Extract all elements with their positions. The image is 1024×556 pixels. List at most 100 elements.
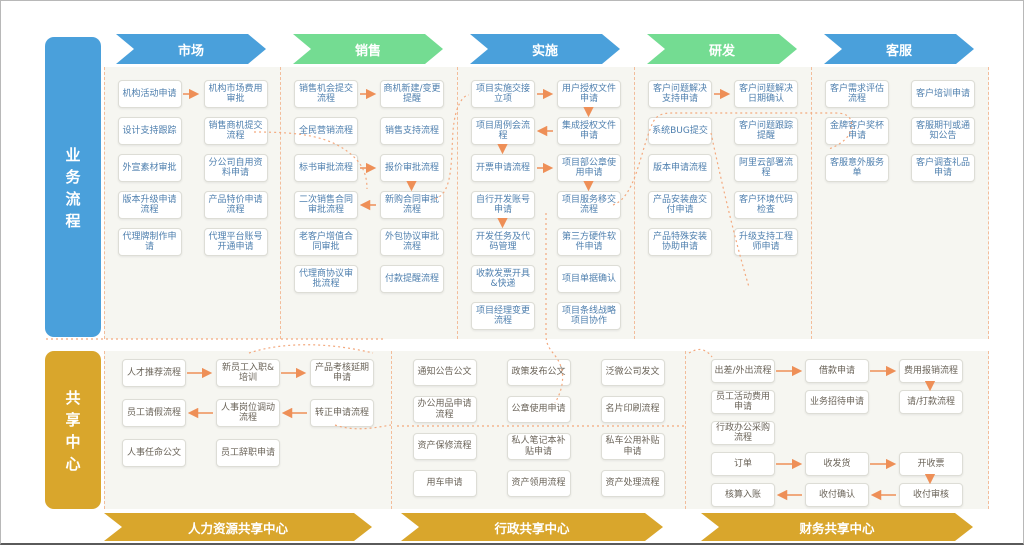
process-box[interactable]: 产品安装盘交付申请: [648, 191, 712, 219]
column-panel-service: 客户需求评估流程 客户培训申请 金牌客户奖杯申请 客服期刊或通知公告 客服意外服…: [812, 67, 989, 339]
stage-header-implementation: 实施: [470, 34, 620, 64]
column-panel-sales: 销售机会提交流程 商机新建/变更提醒 全民营销流程 销售支持流程 标书审批流程 …: [281, 67, 458, 339]
process-box[interactable]: 阿里云部署流程: [734, 154, 798, 182]
process-box[interactable]: 客户问题解决日期确认: [734, 80, 798, 108]
process-box[interactable]: 费用报销流程: [899, 359, 963, 383]
process-box[interactable]: 资产处理流程: [600, 470, 665, 497]
process-box[interactable]: 客户需求评估流程: [825, 80, 889, 108]
process-box[interactable]: 人才推荐流程: [122, 359, 186, 387]
process-box[interactable]: 核算入账: [711, 483, 775, 507]
process-box[interactable]: 产品特价申请流程: [203, 191, 268, 219]
column-panel-implementation: 项目实施交接立项 用户授权文件申请 项目周例会流程 集成授权文件申请 开票申请流…: [458, 67, 635, 339]
process-box[interactable]: 收发货: [805, 452, 869, 476]
process-box[interactable]: 借款申请: [805, 359, 869, 383]
process-box[interactable]: 行政办公采购流程: [711, 421, 775, 445]
process-box[interactable]: 项目经理变更流程: [471, 302, 535, 330]
process-box[interactable]: 系统BUG提交: [648, 117, 712, 145]
process-box[interactable]: 第三方硬件软件申请: [557, 228, 621, 256]
process-box[interactable]: 资产领用流程: [506, 470, 571, 497]
process-box[interactable]: 开收票: [899, 452, 963, 476]
process-box[interactable]: 付款提醒流程: [380, 265, 444, 293]
process-box[interactable]: 私人笔记本补贴申请: [506, 433, 571, 460]
process-box[interactable]: 开票申请流程: [471, 154, 535, 182]
process-box[interactable]: 政策发布公文: [506, 359, 571, 386]
process-box[interactable]: 收付审核: [899, 483, 963, 507]
process-box[interactable]: 客户环境代码检查: [734, 191, 798, 219]
process-box[interactable]: 办公用品申请流程: [412, 396, 477, 423]
process-box[interactable]: 代理商协议审批流程: [294, 265, 358, 293]
process-box[interactable]: 用车申请: [412, 470, 477, 497]
process-box[interactable]: 老客户增值合同审批: [294, 228, 358, 256]
process-box[interactable]: 私车公用补贴申请: [600, 433, 665, 460]
process-box[interactable]: 版本申请流程: [648, 154, 712, 182]
process-box[interactable]: 产品考核延期申请: [310, 359, 374, 387]
process-box[interactable]: 收付确认: [805, 483, 869, 507]
process-box[interactable]: 新员工入职&培训: [216, 359, 280, 387]
process-box[interactable]: 项目单据确认: [557, 265, 621, 293]
process-box[interactable]: 业务招待申请: [805, 390, 869, 414]
process-box[interactable]: 客服意外服务单: [825, 154, 889, 182]
process-box[interactable]: 员工辞职申请: [216, 439, 280, 467]
process-box[interactable]: 出差/外出流程: [711, 359, 775, 383]
process-box[interactable]: 项目条线战略项目协作: [557, 302, 621, 330]
process-box[interactable]: 客服期刊或通知公告: [911, 117, 975, 145]
process-box[interactable]: 用户授权文件申请: [557, 80, 621, 108]
process-box[interactable]: 销售机会提交流程: [294, 80, 358, 108]
process-box[interactable]: 代理平台账号开通申请: [203, 228, 268, 256]
process-box[interactable]: 自行开发账号申请: [471, 191, 535, 219]
process-box[interactable]: 金牌客户奖杯申请: [825, 117, 889, 145]
process-box[interactable]: 销售商机提交流程: [203, 117, 268, 145]
process-box[interactable]: 外包协议审批流程: [380, 228, 444, 256]
process-box[interactable]: 通知公告公文: [412, 359, 477, 386]
banner-finance-shared-center: 财务共享中心: [701, 513, 973, 541]
process-box[interactable]: 商机新建/变更提醒: [380, 80, 444, 108]
process-box[interactable]: 代理牌制作申请: [117, 228, 182, 256]
process-box[interactable]: 订单: [711, 452, 775, 476]
process-box[interactable]: 名片印刷流程: [600, 396, 665, 423]
banner-hr-shared-center: 人力资源共享中心: [104, 513, 372, 541]
process-box[interactable]: 泛微公司发文: [600, 359, 665, 386]
process-box[interactable]: 资产保修流程: [412, 433, 477, 460]
process-box[interactable]: 转正申请流程: [310, 399, 374, 427]
process-box[interactable]: 标书审批流程: [294, 154, 358, 182]
process-box[interactable]: 升级支持工程师申请: [734, 228, 798, 256]
process-box[interactable]: 销售支持流程: [380, 117, 444, 145]
process-box[interactable]: 客户调查礼品申请: [911, 154, 975, 182]
process-box[interactable]: 员工活动费用申请: [711, 390, 775, 414]
process-box[interactable]: 公章使用申请: [506, 396, 571, 423]
process-box[interactable]: 版本升级申请流程: [117, 191, 182, 219]
section-label-shared-center: 共享中心: [45, 351, 101, 509]
process-box[interactable]: 集成授权文件申请: [557, 117, 621, 145]
process-box[interactable]: 机构活动申请: [117, 80, 182, 108]
process-box[interactable]: 外宣素材审批: [117, 154, 182, 182]
process-box[interactable]: 新购合同审批流程: [380, 191, 444, 219]
process-box[interactable]: 分公司自用资料申请: [203, 154, 268, 182]
group-panel-hr: 人才推荐流程 新员工入职&培训 产品考核延期申请 员工请假流程 人事岗位调动流程…: [104, 351, 392, 509]
process-box[interactable]: 项目部公章使用申请: [557, 154, 621, 182]
process-box[interactable]: 设计支持跟踪: [117, 117, 182, 145]
process-box[interactable]: 全民营销流程: [294, 117, 358, 145]
process-box[interactable]: 客户问题跟踪提醒: [734, 117, 798, 145]
process-box[interactable]: 报价审批流程: [380, 154, 444, 182]
group-panel-admin: 通知公告公文 政策发布公文 泛微公司发文 办公用品申请流程 公章使用申请 名片印…: [392, 351, 686, 509]
process-box[interactable]: 项目服务移交流程: [557, 191, 621, 219]
stage-header-market: 市场: [116, 34, 266, 64]
process-box[interactable]: 产品特殊安装协助申请: [648, 228, 712, 256]
process-box[interactable]: 客户问题解决支持申请: [648, 80, 712, 108]
process-box[interactable]: 二次销售合同审批流程: [294, 191, 358, 219]
process-box[interactable]: 收款发票开具&快递: [471, 265, 535, 293]
process-box[interactable]: 客户培训申请: [911, 80, 975, 108]
section-label-business-process: 业务流程: [45, 37, 101, 337]
group-panel-finance: 出差/外出流程 借款申请 费用报销流程 员工活动费用申请 业务招待申请 请/打款…: [686, 351, 989, 509]
process-box[interactable]: 请/打款流程: [899, 390, 963, 414]
process-box[interactable]: 人事任命公文: [122, 439, 186, 467]
process-box[interactable]: 开发任务及代码管理: [471, 228, 535, 256]
process-box[interactable]: 项目实施交接立项: [471, 80, 535, 108]
stage-header-service: 客服: [824, 34, 974, 64]
process-box[interactable]: 机构市场费用审批: [203, 80, 268, 108]
column-panel-rnd: 客户问题解决支持申请 客户问题解决日期确认 系统BUG提交 客户问题跟踪提醒 版…: [635, 67, 812, 339]
process-box[interactable]: 项目周例会流程: [471, 117, 535, 145]
process-box[interactable]: 员工请假流程: [122, 399, 186, 427]
process-box[interactable]: 人事岗位调动流程: [216, 399, 280, 427]
